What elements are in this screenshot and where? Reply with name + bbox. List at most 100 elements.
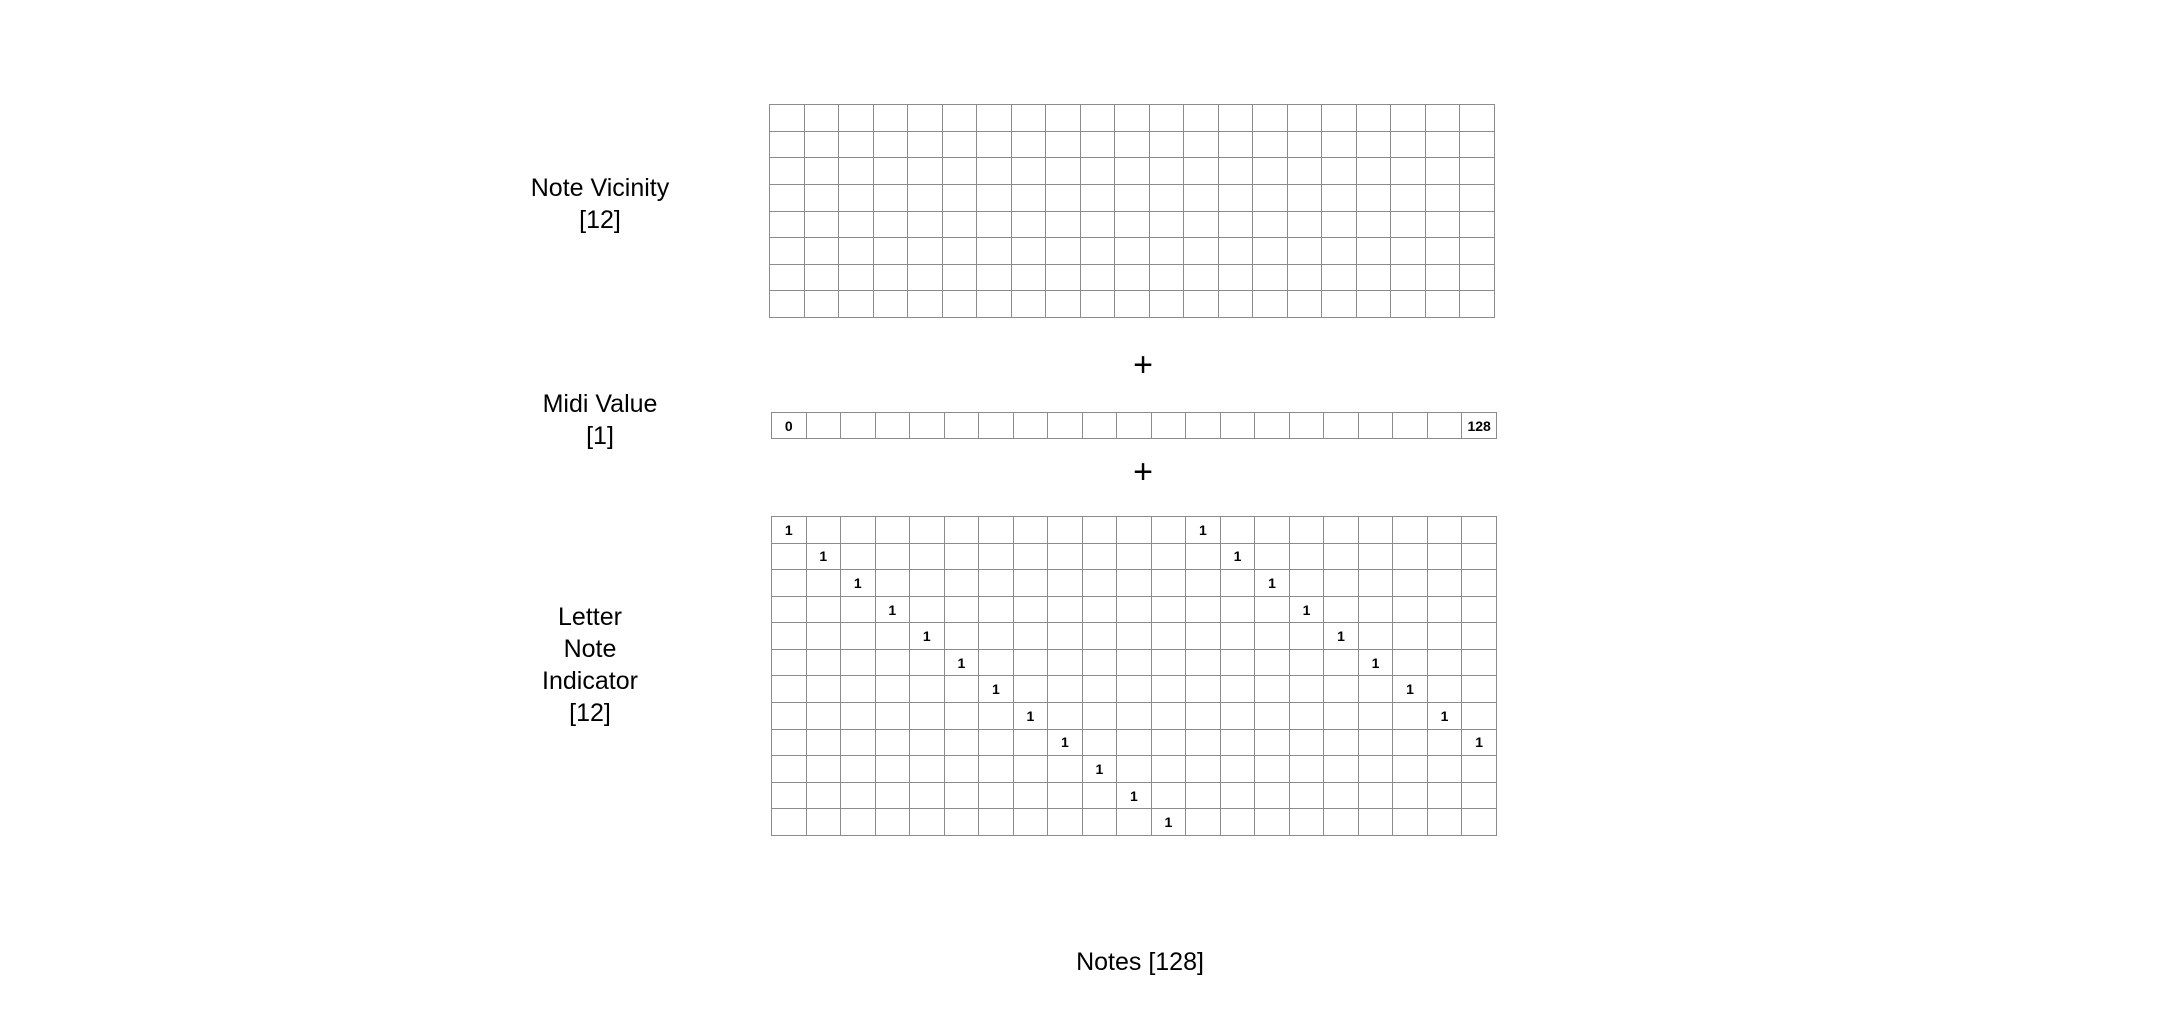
grid-cell (1323, 595, 1359, 624)
grid-cell (1286, 183, 1323, 212)
grid-cell (840, 516, 876, 544)
grid-cell (1426, 808, 1463, 836)
grid-cell (1286, 130, 1323, 159)
grid-cell (1010, 130, 1047, 159)
grid-cell (1150, 412, 1187, 439)
grid-cell (1392, 595, 1428, 624)
grid-cell (1012, 622, 1049, 650)
grid-cell (1185, 412, 1221, 439)
grid-cell (769, 263, 805, 292)
grid-cell (909, 542, 945, 571)
grid-cell (1254, 516, 1290, 544)
grid-cell (1047, 569, 1083, 597)
grid-cell (1012, 648, 1049, 677)
grid-cell (909, 675, 945, 704)
grid-cell (1150, 595, 1187, 624)
grid-cell (1459, 290, 1495, 318)
grid-cell (1183, 237, 1219, 265)
note-vicinity-label: Note Vicinity [12] (500, 172, 700, 236)
grid-cell (1254, 622, 1290, 650)
note-vicinity-grid (769, 104, 1495, 318)
grid-cell (1459, 157, 1495, 185)
grid-cell (838, 210, 874, 239)
grid-cell (978, 728, 1014, 757)
grid-cell (1286, 263, 1323, 292)
grid-cell (1392, 412, 1428, 439)
grid-cell (907, 263, 943, 292)
grid-cell (872, 104, 909, 132)
grid-cell (1185, 781, 1221, 810)
grid-cell (769, 210, 805, 239)
grid-cell (1424, 210, 1461, 239)
grid-cell (1116, 542, 1152, 571)
grid-cell (1459, 237, 1495, 265)
grid-cell (1047, 702, 1083, 730)
grid-row (769, 237, 1495, 265)
grid-cell-value: 1 (771, 516, 807, 544)
grid-cell (1355, 263, 1392, 292)
grid-cell (976, 263, 1012, 292)
grid-cell (1254, 755, 1290, 783)
grid-cell (1185, 542, 1221, 571)
grid-cell (978, 702, 1014, 730)
grid-cell (1323, 702, 1359, 730)
grid-cell (1252, 290, 1288, 318)
grid-cell (805, 622, 842, 650)
grid-cell (1114, 290, 1150, 318)
grid-cell (805, 675, 842, 704)
grid-cell (1461, 808, 1497, 836)
grid-cell (1114, 104, 1150, 132)
grid-cell (941, 130, 978, 159)
grid-cell (1150, 622, 1187, 650)
grid-cell (943, 542, 980, 571)
grid-cell (1045, 183, 1081, 212)
grid-cell-value: 1 (1461, 728, 1497, 757)
grid-cell (1185, 755, 1221, 783)
grid-cell (805, 755, 842, 783)
grid-cell (1114, 237, 1150, 265)
grid-cell (1288, 412, 1325, 439)
grid-cell (1116, 622, 1152, 650)
grid-cell-value: 1 (978, 675, 1014, 704)
grid-cell (1323, 648, 1359, 677)
grid-cell (909, 569, 945, 597)
grid-cell (840, 702, 876, 730)
grid-cell (1357, 516, 1394, 544)
grid-cell (1114, 157, 1150, 185)
grid-cell (1357, 622, 1394, 650)
grid-cell (1116, 648, 1152, 677)
grid-cell (1252, 157, 1288, 185)
grid-cell (1219, 808, 1256, 836)
grid-cell (907, 157, 943, 185)
grid-cell (1081, 412, 1118, 439)
grid-cell (978, 648, 1014, 677)
grid-cell (1288, 542, 1325, 571)
grid-cell (909, 781, 945, 810)
grid-cell (769, 237, 805, 265)
grid-cell (1392, 622, 1428, 650)
grid-cell (1392, 808, 1428, 836)
grid-cell (978, 755, 1014, 783)
grid-cell-value: 1 (1392, 675, 1428, 704)
grid-cell (1323, 808, 1359, 836)
grid-cell (1217, 210, 1254, 239)
grid-cell (1390, 263, 1426, 292)
grid-cell (941, 104, 978, 132)
grid-cell (874, 622, 911, 650)
grid-cell (874, 702, 911, 730)
grid-cell (1288, 755, 1325, 783)
grid-cell (1424, 183, 1461, 212)
grid-cell (1081, 648, 1118, 677)
grid-cell (1047, 412, 1083, 439)
grid-cell (943, 808, 980, 836)
grid-cell (803, 104, 840, 132)
letter-note-indicator-label-line: Indicator (542, 667, 638, 695)
grid-cell (1185, 622, 1221, 650)
grid-cell (838, 183, 874, 212)
grid-row (769, 210, 1495, 239)
grid-cell-value: 1 (1116, 781, 1152, 810)
